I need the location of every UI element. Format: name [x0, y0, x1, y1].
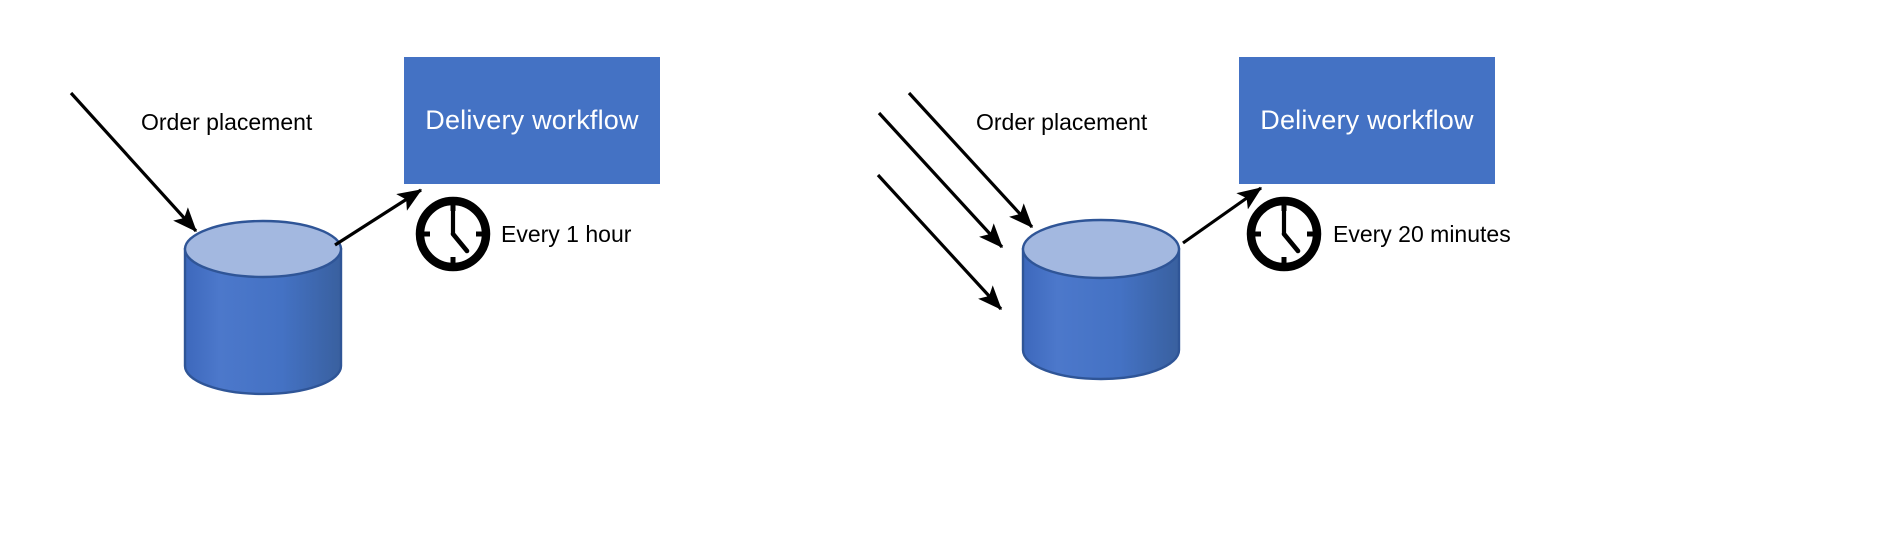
delivery-workflow-box[interactable]: Delivery workflow — [404, 57, 660, 184]
schedule-label: Every 20 minutes — [1333, 221, 1511, 247]
clock-icon — [415, 196, 491, 272]
clock-icon — [1246, 196, 1322, 272]
order-placement-label: Order placement — [976, 109, 1148, 135]
delivery-workflow-label: Delivery workflow — [425, 105, 639, 135]
database-to-workflow-arrow — [1182, 186, 1263, 245]
order-placement-arrow — [877, 111, 1004, 249]
order-database-cylinder — [1021, 218, 1181, 381]
panel-before-graphics — [69, 91, 491, 396]
panel-after-graphics — [876, 91, 1322, 381]
order-placement-arrow — [907, 91, 1034, 229]
panel-after: Delivery workflow Order placement Every … — [860, 0, 1891, 551]
database-to-workflow-arrow — [334, 188, 423, 247]
order-placement-arrow — [876, 173, 1003, 311]
delivery-workflow-box[interactable]: Delivery workflow — [1239, 57, 1495, 184]
order-placement-arrow-group — [876, 91, 1034, 311]
order-database-cylinder — [183, 219, 343, 396]
panel-before: Delivery workflow Order placement Every … — [0, 0, 860, 551]
schedule-label: Every 1 hour — [501, 221, 632, 247]
order-placement-arrow — [69, 91, 198, 233]
delivery-workflow-label: Delivery workflow — [1260, 105, 1474, 135]
order-placement-label: Order placement — [141, 109, 313, 135]
